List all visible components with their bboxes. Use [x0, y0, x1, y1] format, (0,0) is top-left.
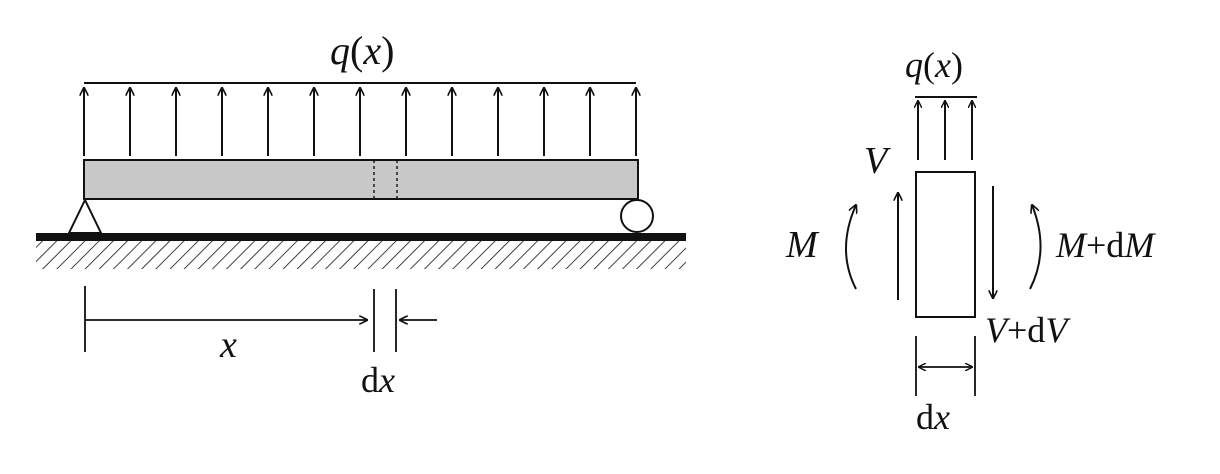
- moment-right-label: M+dM: [1055, 225, 1156, 265]
- left-element-width-label: dx: [361, 360, 395, 400]
- ground-line: [36, 233, 686, 241]
- moment-left-arrow: [845, 205, 856, 290]
- left-beam-figure: q(x) x dx: [36, 28, 686, 400]
- roller-support: [620, 199, 654, 233]
- beam-element-dx: [373, 160, 398, 199]
- moment-left-label: M: [785, 224, 820, 266]
- position-label: x: [219, 324, 237, 366]
- distributed-load-arrows: [84, 88, 636, 156]
- left-load-label: q(x): [330, 28, 394, 73]
- right-load-label: q(x): [905, 45, 963, 85]
- moment-right-arrow: [1029, 205, 1042, 290]
- shear-left-label: V: [864, 140, 891, 182]
- beam: [83, 159, 639, 200]
- right-element-width-label: dx: [916, 397, 950, 437]
- pin-support: [67, 197, 103, 234]
- element-load-arrows: [918, 101, 972, 160]
- free-body-element-figure: q(x) V M V+dV M+dM dx: [785, 45, 1156, 437]
- ground-hatching: [36, 241, 686, 269]
- shear-right-label: V+dV: [985, 310, 1071, 350]
- beam-element: [915, 171, 976, 318]
